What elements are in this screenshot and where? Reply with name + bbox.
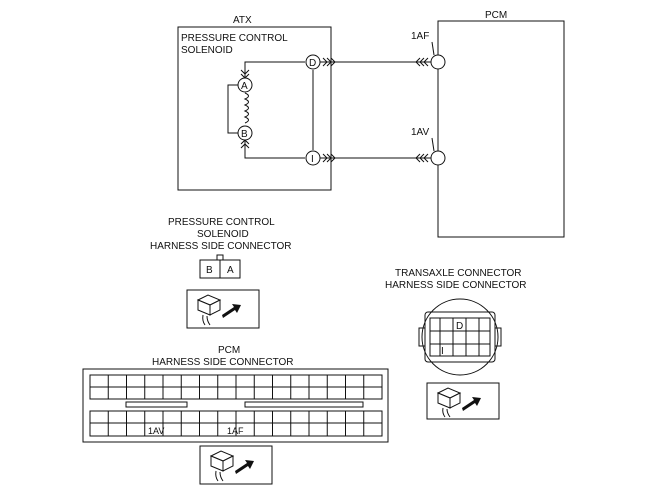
terminal-a-label: A [241,81,248,92]
transaxle-connector-title-2: HARNESS SIDE CONNECTOR [385,280,527,291]
wire-d-1af [320,57,431,67]
pcm-pin-1av: 1AV [411,127,446,166]
transaxle-connector-pin-i: I [441,346,444,357]
terminal-b-label: B [241,129,248,140]
pcm-box [437,20,565,238]
terminal-a: A [237,77,253,93]
transaxle-connector-face: D I [418,298,502,376]
pcm-connector-pin-1af: 1AF [227,426,244,436]
pcm-pin-1af: 1AF [411,31,446,70]
pcm-connector-pin-1av: 1AV [148,426,164,436]
solenoid-label-line2: SOLENOID [181,45,233,56]
solenoid-connector-title-1: PRESSURE CONTROL [168,217,275,228]
atx-title: ATX [233,15,252,26]
pcm-connector-title-1: PCM [218,345,240,356]
pcm-connector-title-2: HARNESS SIDE CONNECTOR [152,357,294,368]
pcm-pin-1av-label: 1AV [411,127,429,138]
terminal-b: B [237,125,253,141]
transaxle-connector-pin-d: D [456,321,463,332]
pcm-title: PCM [485,10,507,21]
wire-i-1av [320,153,431,163]
transaxle-connector-title-1: TRANSAXLE CONNECTOR [395,268,522,279]
terminal-d: D [305,54,321,70]
solenoid-wiring [227,61,314,159]
connector-plug-icon [186,289,260,329]
terminal-i: I [305,150,321,166]
atx-box [177,26,332,191]
solenoid-label-line1: PRESSURE CONTROL [181,33,288,44]
solenoid-connector-pin-a: A [227,265,234,276]
connector-plug-icon [199,445,273,485]
solenoid-connector-title-2: SOLENOID [197,229,249,240]
solenoid-connector-title-3: HARNESS SIDE CONNECTOR [150,241,292,252]
pcm-connector-face: 1AV 1AF [82,368,389,443]
pcm-pin-1af-label: 1AF [411,31,429,42]
terminal-i-label: I [311,154,314,165]
connector-plug-icon [426,382,500,420]
terminal-d-label: D [309,58,316,69]
solenoid-connector-face: B A [199,254,241,279]
solenoid-connector-pin-b: B [206,265,213,276]
